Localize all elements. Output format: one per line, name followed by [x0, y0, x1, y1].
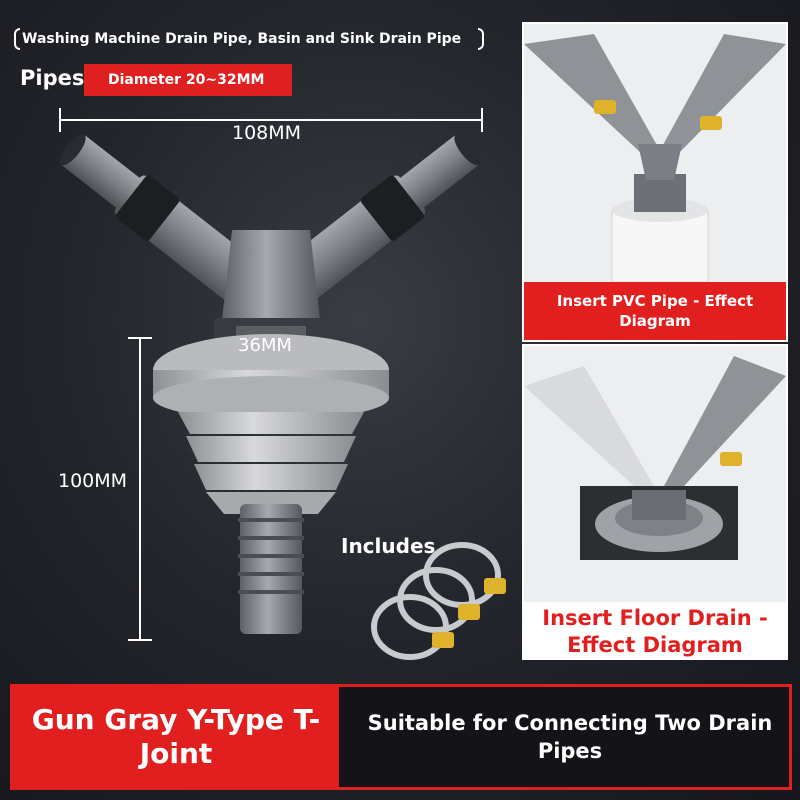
bottom-banner: Gun Gray Y-Type T-Joint Suitable for Con… — [10, 684, 792, 790]
width-dimension-label: 108MM — [232, 122, 302, 144]
product-description: Suitable for Connecting Two Drain Pipes — [367, 711, 773, 763]
product-illustration — [59, 108, 506, 660]
pipes-label: Pipes — [20, 66, 85, 90]
header-title: Washing Machine Drain Pipe, Basin and Si… — [22, 31, 462, 47]
height-dimension-label: 100MM — [58, 470, 128, 492]
hose-clamps-icon — [371, 542, 506, 660]
bracket-right — [478, 28, 484, 50]
base-flange — [153, 334, 389, 514]
floor-drain-effect-panel: Insert Floor Drain - Effect Diagram — [522, 344, 788, 660]
product-name: Gun Gray Y-Type T-Joint — [13, 687, 339, 787]
pvc-caption: Insert PVC Pipe - Effect Diagram — [524, 282, 786, 340]
pvc-pipe-scene — [524, 24, 786, 282]
floor-drain-scene — [524, 346, 786, 602]
floor-drain-caption: Insert Floor Drain - Effect Diagram — [542, 606, 768, 657]
center-body — [222, 230, 320, 320]
header-title-frame: Washing Machine Drain Pipe, Basin and Si… — [14, 26, 484, 52]
pvc-pipe-effect-panel: Insert PVC Pipe - Effect Diagram — [522, 22, 788, 342]
bracket-left — [14, 28, 20, 50]
neck-dimension-label: 36MM — [238, 335, 292, 356]
bottom-stem — [238, 504, 304, 634]
diameter-badge: Diameter 20~32MM — [84, 64, 292, 96]
includes-label: Includes — [341, 534, 436, 558]
height-dimension-line — [128, 337, 152, 641]
width-dimension-line — [59, 108, 483, 132]
